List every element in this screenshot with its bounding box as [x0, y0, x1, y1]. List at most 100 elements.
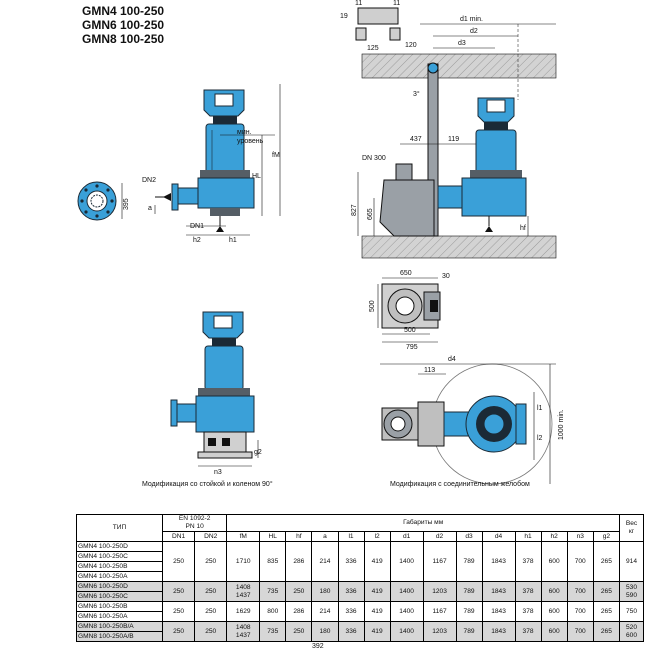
value-cell: 1167	[422, 601, 457, 622]
value-cell: 1629	[226, 601, 261, 622]
dim-650: 650	[400, 270, 412, 277]
dim-500-height: 500	[369, 300, 376, 312]
value-cell: 265	[592, 541, 621, 582]
value-cell: 419	[363, 601, 391, 622]
value-cell: 1710	[226, 541, 261, 582]
column-header: DN2	[194, 531, 228, 542]
dim-angle: 3°	[413, 90, 420, 98]
dim-dn300: DN 300	[362, 155, 386, 162]
min-level-label: уровень	[237, 138, 264, 145]
value-cell: 250	[161, 621, 196, 642]
value-cell: 1843	[481, 541, 516, 582]
type-cell: GMN4 100-250D	[76, 541, 163, 552]
value-cell: 180	[311, 621, 339, 642]
dim-19: 19	[340, 13, 348, 20]
stand-top-view	[377, 277, 441, 343]
value-cell: 378	[514, 601, 542, 622]
value-cell: 336	[337, 541, 365, 582]
value-cell: 265	[592, 601, 621, 622]
value-cell: 419	[363, 541, 391, 582]
value-cell: 600	[540, 621, 568, 642]
header-dimensions: Габариты мм	[226, 514, 620, 532]
value-cell: 1167	[422, 541, 457, 582]
column-header: l1	[337, 531, 365, 542]
value-cell: 336	[337, 621, 365, 642]
value-cell: 265	[592, 581, 621, 602]
dim-125: 125	[367, 45, 379, 52]
type-cell: GMN6 100-250D	[76, 581, 163, 592]
product-title: GMN4 100-250 GMN6 100-250 GMN8 100-250	[82, 4, 164, 46]
value-cell: 789	[455, 601, 483, 622]
value-cell: 600	[540, 601, 568, 622]
weight-cell: 914	[619, 541, 644, 582]
dim-30: 30	[442, 273, 450, 280]
column-header: h1	[514, 531, 542, 542]
dim-fm: fM	[272, 152, 280, 159]
dim-n3: n3	[214, 469, 222, 476]
type-cell: GMN4 100-250C	[76, 551, 163, 562]
value-cell: 250	[194, 601, 228, 622]
dim-g2: g2	[254, 449, 262, 456]
value-cell: 250	[194, 541, 228, 582]
column-header: g2	[592, 531, 621, 542]
weight-cell: 750	[619, 601, 644, 622]
title-line: GMN8 100-250	[82, 32, 165, 46]
column-header: d1	[389, 531, 424, 542]
column-header: fM	[226, 531, 261, 542]
column-header: h2	[540, 531, 568, 542]
min-level-label: мин.	[237, 129, 252, 136]
value-cell: 250	[194, 581, 228, 602]
guide-rail-installation	[355, 7, 557, 259]
value-cell: 1400	[389, 581, 424, 602]
title-line: GMN4 100-250	[82, 4, 165, 18]
value-cell: 250	[161, 581, 196, 602]
value-cell: 286	[285, 601, 313, 622]
value-cell: 250	[161, 601, 196, 622]
value-cell: 419	[363, 581, 391, 602]
caption-stand: Модификация со стойкой и коленом 90°	[142, 481, 273, 488]
dim-d2: d2	[470, 28, 478, 35]
value-cell: 250	[194, 621, 228, 642]
value-cell: 250	[285, 581, 313, 602]
value-cell: 1843	[481, 581, 516, 602]
dim-665: 665	[367, 208, 374, 220]
value-cell: 789	[455, 621, 483, 642]
value-cell: 265	[592, 621, 621, 642]
dim-flange: 395	[123, 198, 130, 210]
value-cell: 735	[259, 621, 287, 642]
title-line: GMN6 100-250	[82, 18, 165, 32]
value-cell: 1203	[422, 621, 457, 642]
type-cell: GMN4 100-250B	[76, 561, 163, 572]
column-header: d2	[422, 531, 457, 542]
dim-hl: HL	[252, 173, 261, 180]
value-cell: 250	[161, 541, 196, 582]
value-cell: 1400	[389, 621, 424, 642]
type-cell: GMN8 100-250A/B	[76, 631, 163, 642]
dim-dn2: DN2	[142, 177, 156, 184]
value-cell: 789	[455, 541, 483, 582]
value-cell: 700	[566, 621, 594, 642]
flange-front-view: 395	[77, 181, 130, 221]
value-cell: 336	[337, 601, 365, 622]
value-cell: 214	[311, 541, 339, 582]
value-cell: 180	[311, 581, 339, 602]
dim-11b: 11	[393, 0, 400, 7]
column-header: DN1	[161, 531, 196, 542]
value-cell: 250	[285, 621, 313, 642]
dim-500-width: 500	[404, 327, 416, 334]
value-cell: 789	[455, 581, 483, 602]
pump-with-stand-view	[170, 311, 259, 467]
value-cell: 214	[311, 601, 339, 622]
dim-795: 795	[406, 344, 418, 351]
value-cell: 600	[540, 541, 568, 582]
column-header: d3	[455, 531, 483, 542]
value-cell: 600	[540, 581, 568, 602]
dim-120: 120	[405, 42, 417, 49]
value-cell: 378	[514, 541, 542, 582]
